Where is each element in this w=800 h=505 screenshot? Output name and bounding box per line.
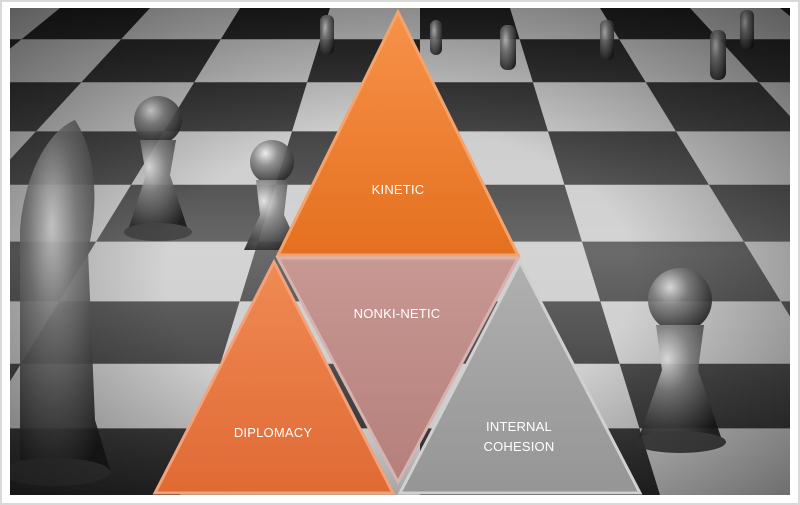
diplomacy-label: DIPLOMACY	[234, 425, 313, 440]
internal-cohesion-label-line2: COHESION	[484, 439, 555, 454]
pyramid	[152, 8, 643, 495]
nonkinetic-triangle	[275, 256, 521, 486]
internal-cohesion-triangle	[397, 258, 643, 495]
internal-cohesion-label-line1: INTERNAL	[486, 419, 552, 434]
kinetic-triangle	[275, 8, 521, 257]
diplomacy-triangle	[152, 258, 396, 495]
nonkinetic-label: NONKI-NETIC	[354, 306, 441, 321]
kinetic-label: KINETIC	[372, 182, 425, 197]
